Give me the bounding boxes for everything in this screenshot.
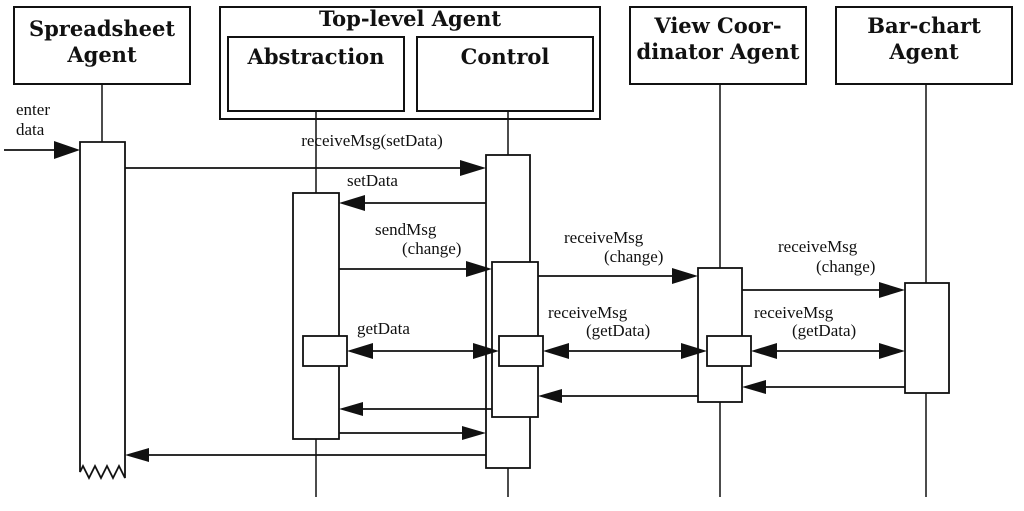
getdata-arrowhead-right [473,343,499,359]
bar-chart-label-1: Bar-chart [867,13,981,38]
enter-data-label-1: enter [16,100,50,119]
return-control-abstraction-arrowhead [339,402,363,416]
bar-chart-label-2: Agent [888,39,959,64]
enter-data-arrowhead [54,141,80,159]
spreadsheet-agent-label-1: Spreadsheet [29,16,175,41]
return-viewcoord-arrowhead [538,389,562,403]
receivemsg-change-1-label-2: (change) [604,247,663,266]
sendmsg-change-label-2: (change) [402,239,461,258]
receive-setdata-arrowhead [460,160,486,176]
receivemsg-getdata-2-label-2: (getData) [792,321,856,340]
abstraction-label: Abstraction [247,44,385,69]
top-level-agent-header: Top-level Agent Abstraction Control [219,6,601,120]
receivemsg-getdata-2-label-1: receiveMsg [754,303,834,322]
enter-data-label-2: data [16,120,45,139]
sendmsg-change-arrowhead [466,261,492,277]
getdata-label: getData [357,319,410,338]
bar-chart-activation [904,282,950,394]
receivemsg-change-2-arrowhead [879,282,905,298]
abstraction-box [227,36,405,112]
view-coordinator-getdata-box [706,335,752,367]
receivemsg-change-2-label-1: receiveMsg [778,237,858,256]
receivemsg-change-2-label-2: (change) [816,257,875,276]
receivemsg-getdata-1-arrowhead-right [681,343,707,359]
setdata-label: setData [347,171,398,190]
spreadsheet-agent-header: Spreadsheet Agent [13,6,191,85]
abstraction-activation [292,192,340,440]
spreadsheet-activation [79,141,126,481]
receivemsg-getdata-1-label-2: (getData) [586,321,650,340]
abstraction-to-control-arrowhead [462,426,486,440]
receivemsg-change-1-arrowhead [672,268,698,284]
view-coordinator-agent-box [629,6,807,85]
control-getdata-box [498,335,544,367]
return-barchart-arrowhead [742,380,766,394]
bar-chart-agent-header: Bar-chart Agent [835,6,1013,85]
view-coordinator-agent-header: View Coor- dinator Agent [629,6,807,85]
sendmsg-change-label-1: sendMsg [375,220,437,239]
receivemsg-getdata-2-arrowhead-right [879,343,905,359]
receivemsg-getdata-1-arrowhead-left [543,343,569,359]
spreadsheet-agent-label-2: Agent [66,42,137,67]
control-box [416,36,594,112]
bar-chart-agent-box [835,6,1013,85]
top-level-agent-label: Top-level Agent [319,6,501,31]
view-coordinator-activation [697,267,743,403]
view-coordinator-label-1: View Coor- [653,13,781,38]
receive-setdata-label: receiveMsg(setData) [301,131,443,150]
setdata-arrowhead [339,195,365,211]
messages: enter data receiveMsg(setData) setData s… [4,100,905,462]
control-to-spreadsheet-arrowhead [125,448,149,462]
receivemsg-getdata-2-arrowhead-left [751,343,777,359]
receivemsg-getdata-1-label-1: receiveMsg [548,303,628,322]
abstraction-getdata-box [302,335,348,367]
getdata-arrowhead-left [347,343,373,359]
control-label: Control [461,44,550,69]
receivemsg-change-1-label-1: receiveMsg [564,228,644,247]
view-coordinator-label-2: dinator Agent [637,39,800,64]
activations [79,141,950,481]
spreadsheet-agent-box [13,6,191,85]
